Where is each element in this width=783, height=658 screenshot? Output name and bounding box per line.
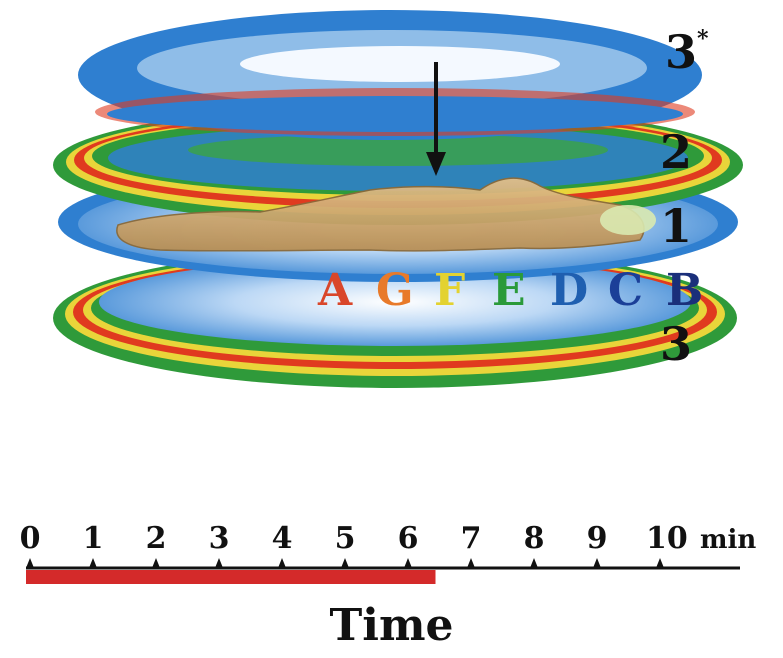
tick-label-9: 9 [587, 521, 608, 556]
human-figure [116, 177, 656, 252]
tick-mark-10 [656, 558, 664, 568]
highlight-bar [26, 570, 436, 584]
tick-label-4: 4 [272, 521, 293, 556]
tick-label-8: 8 [524, 521, 545, 556]
tick-labels: 0 1 2 3 4 5 6 7 8 9 10 [20, 521, 688, 556]
ring-bottom [53, 248, 737, 388]
time-axis-title: Time [329, 600, 454, 651]
letter-b: B [666, 265, 703, 316]
tick-mark-3 [215, 558, 223, 568]
tick-mark-5 [341, 558, 349, 568]
letter-d: D [550, 265, 588, 316]
letter-e: E [492, 265, 526, 316]
tick-label-6: 6 [398, 521, 419, 556]
tick-mark-0 [26, 558, 34, 568]
ring-label-middle: 1 [660, 199, 692, 253]
ring-upper [53, 105, 743, 225]
tick-mark-8 [530, 558, 538, 568]
tick-mark-1 [89, 558, 97, 568]
time-scale: 0 1 2 3 4 5 6 7 8 9 10 min [20, 521, 756, 584]
ring-top [78, 10, 702, 140]
tick-label-1: 1 [83, 521, 104, 556]
tick-label-0: 0 [20, 521, 41, 556]
tick-mark-9 [593, 558, 601, 568]
tick-label-10: 10 [646, 521, 688, 556]
letter-f: F [434, 265, 465, 316]
letter-g: G [376, 265, 414, 316]
letter-c: C [608, 265, 643, 316]
tick-label-7: 7 [461, 521, 482, 556]
ring-label-bottom: 3 [660, 317, 692, 371]
tick-label-2: 2 [146, 521, 167, 556]
tick-mark-6 [404, 558, 412, 568]
tick-mark-7 [467, 558, 475, 568]
ring-label-upper: 2 [660, 125, 692, 179]
down-arrow-icon [426, 62, 446, 176]
tick-label-3: 3 [209, 521, 230, 556]
letter-a: A [317, 265, 353, 316]
tick-marks [26, 558, 664, 568]
tick-mark-2 [152, 558, 160, 568]
unit-label: min [700, 525, 756, 555]
ring-label-top: 3* [665, 25, 709, 79]
tick-label-5: 5 [335, 521, 356, 556]
tick-mark-4 [278, 558, 286, 568]
